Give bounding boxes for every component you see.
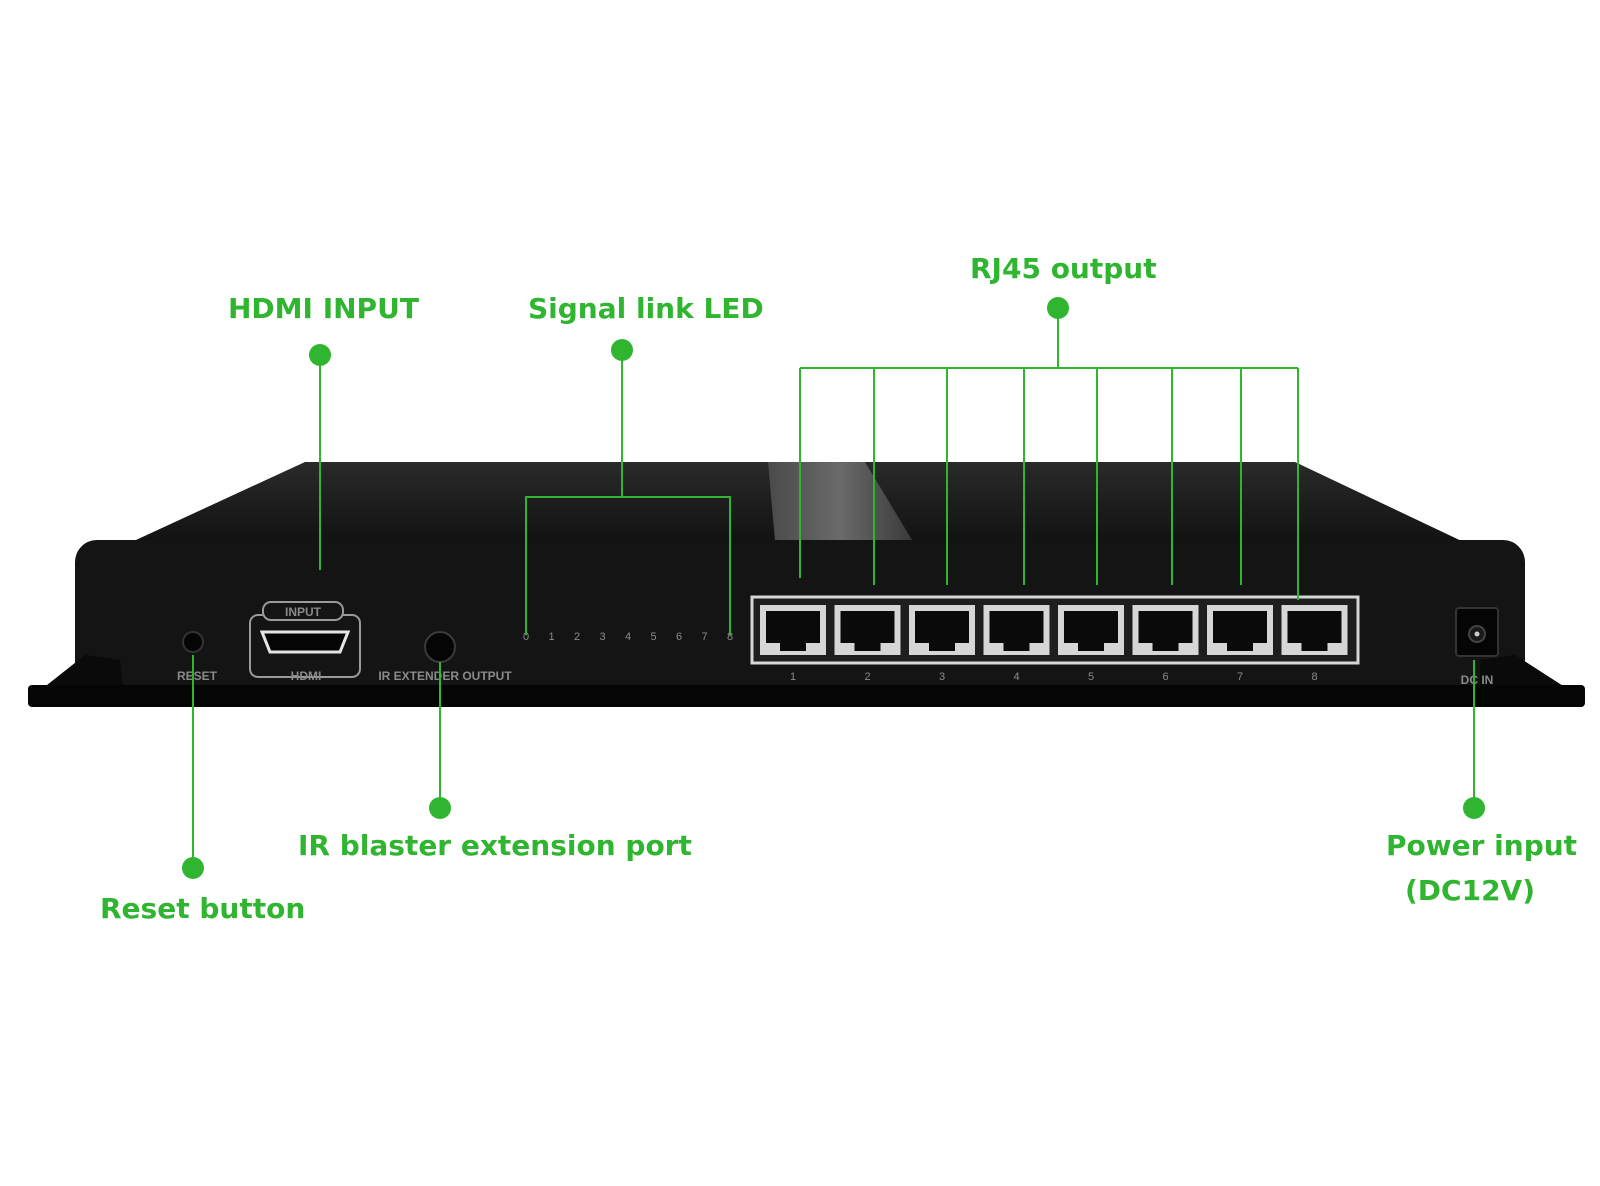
rj45-output-label: RJ45 output bbox=[970, 252, 1157, 285]
reset-button-label: Reset button bbox=[100, 892, 305, 925]
rj45-port-number: 4 bbox=[1013, 671, 1019, 683]
led-label-4: 4 bbox=[625, 631, 631, 643]
dc-power-port: DC IN bbox=[1455, 607, 1499, 687]
rj45-port-6: 6 bbox=[1132, 605, 1199, 683]
rj45-port-number: 2 bbox=[864, 671, 870, 683]
led-label-6: 6 bbox=[676, 631, 682, 643]
rj45-port-number: 6 bbox=[1162, 671, 1168, 683]
rj45-port-7: 7 bbox=[1207, 605, 1273, 683]
reset-port: RESET bbox=[177, 631, 218, 683]
ir-callout-dot-icon bbox=[429, 797, 451, 819]
device-body bbox=[28, 462, 1585, 707]
rj45-port-3: 3 bbox=[909, 605, 975, 683]
rj45-socket-icon bbox=[1213, 611, 1267, 651]
rj45-callout-dot-icon bbox=[1047, 297, 1069, 319]
reset-hole-icon bbox=[182, 631, 204, 653]
rj45-ports: 1 2 3 4 5 6 7 8 bbox=[760, 605, 1348, 683]
rj45-port-number: 8 bbox=[1311, 671, 1317, 683]
rj45-socket-icon bbox=[1138, 611, 1193, 651]
led-label-0: 0 bbox=[523, 631, 529, 643]
hdmi-callout-dot-icon bbox=[309, 344, 331, 366]
led-label-1: 1 bbox=[548, 631, 554, 643]
rj45-socket-icon bbox=[989, 611, 1044, 651]
led-labels: 0 1 2 3 4 5 6 7 8 bbox=[523, 631, 733, 643]
callout-lines bbox=[192, 308, 1475, 868]
device-label-strip bbox=[768, 462, 912, 540]
led-callout-dot-icon bbox=[611, 339, 633, 361]
rj45-socket-icon bbox=[1064, 611, 1118, 651]
rj45-port-8: 8 bbox=[1281, 605, 1348, 683]
callout-dots bbox=[182, 297, 1485, 879]
rj45-socket-icon bbox=[766, 611, 820, 651]
rj45-port-number: 3 bbox=[939, 671, 945, 683]
rj45-port-2: 2 bbox=[834, 605, 901, 683]
hdmi-input-label: HDMI INPUT bbox=[228, 292, 419, 325]
power-callout-dot-icon bbox=[1463, 797, 1485, 819]
rj45-port-number: 1 bbox=[790, 671, 796, 683]
hdmi-port: INPUT HDMI bbox=[249, 601, 361, 683]
rj45-port-1: 1 bbox=[760, 605, 826, 683]
rj45-port-4: 4 bbox=[983, 605, 1050, 683]
ir-extender-label: IR EXTENDER OUTPUT bbox=[378, 669, 512, 683]
led-label-5: 5 bbox=[650, 631, 656, 643]
reset-label: RESET bbox=[177, 669, 218, 683]
hdmi-top-tab bbox=[262, 601, 344, 621]
rj45-port-number: 5 bbox=[1088, 671, 1094, 683]
power-input-label: Power input bbox=[1386, 829, 1577, 862]
dc-label: DC IN bbox=[1461, 673, 1494, 687]
led-bracket bbox=[525, 496, 731, 635]
led-label-2: 2 bbox=[574, 631, 580, 643]
rj45-port-5: 5 bbox=[1058, 605, 1124, 683]
dc-pin-icon bbox=[1474, 631, 1480, 637]
rj45-socket-icon bbox=[1287, 611, 1342, 651]
rj45-port-number: 7 bbox=[1237, 671, 1243, 683]
hdmi-top-label: INPUT bbox=[285, 605, 322, 619]
power-input-voltage: (DC12V) bbox=[1405, 874, 1535, 907]
led-label-3: 3 bbox=[599, 631, 605, 643]
led-label-7: 7 bbox=[701, 631, 707, 643]
hdmi-bottom-label: HDMI bbox=[291, 669, 322, 683]
ir-jack-icon bbox=[424, 631, 456, 663]
rj45-block: 1 2 3 4 5 6 7 8 bbox=[750, 595, 1360, 683]
device-base bbox=[28, 685, 1585, 707]
rj45-socket-icon bbox=[840, 611, 895, 651]
reset-callout-dot-icon bbox=[182, 857, 204, 879]
signal-link-led-label: Signal link LED bbox=[528, 292, 764, 325]
hdmi-socket-icon bbox=[259, 630, 351, 654]
led-label-8: 8 bbox=[727, 631, 733, 643]
rj45-socket-icon bbox=[915, 611, 969, 651]
ir-extender-port: IR EXTENDER OUTPUT bbox=[378, 631, 512, 683]
ir-blaster-label: IR blaster extension port bbox=[298, 829, 692, 862]
